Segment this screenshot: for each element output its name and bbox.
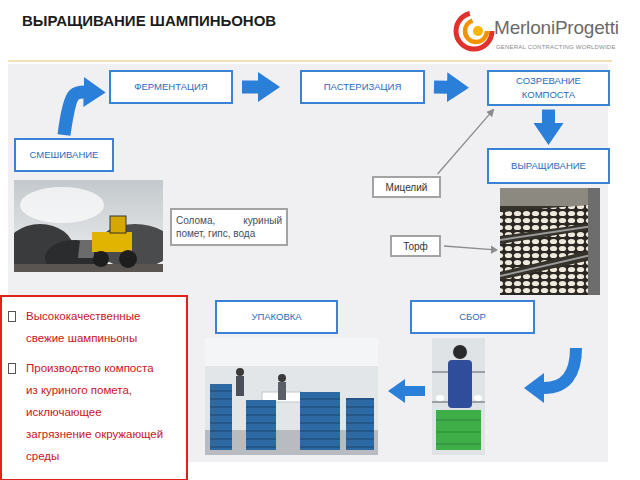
flow-arrow-left xyxy=(388,379,425,403)
packing-photo xyxy=(278,382,286,400)
note-box: Высококачественные свежие шампиньоныПрои… xyxy=(0,295,188,480)
harvest-photo xyxy=(474,395,482,401)
process-box: ВЫРАЩИВАНИЕ xyxy=(487,148,610,184)
harvest-photo xyxy=(432,338,485,455)
flow-arrow-curved xyxy=(524,348,576,403)
input-arrow xyxy=(438,114,490,174)
harvest-photo xyxy=(436,444,481,445)
box-text: Солома, куриный помет, гипс, вода xyxy=(176,214,282,240)
compost-photo xyxy=(14,180,163,272)
input-box: Мицелий xyxy=(372,176,441,198)
process-box: ФЕРМЕНТАЦИЯ xyxy=(109,70,233,104)
box-text: Торф xyxy=(403,240,428,253)
compost-photo xyxy=(119,250,137,268)
input-box: Торф xyxy=(390,235,441,257)
packing-photo xyxy=(236,368,244,376)
box-text: ПАСТЕРИЗАЦИЯ xyxy=(324,80,402,94)
input-box: Солома, куриный помет, гипс, вода xyxy=(170,208,288,246)
bullet-item: Высококачественные свежие шампиньоны xyxy=(2,305,180,349)
bullet-item: Производство компоста из куриного помета… xyxy=(2,357,180,467)
logo-name: MerloniProgetti xyxy=(494,17,619,39)
harvest-photo xyxy=(436,432,481,433)
growing-photo xyxy=(500,253,600,276)
box-text: ФЕРМЕНТАЦИЯ xyxy=(134,80,207,94)
logo-mark xyxy=(465,20,487,42)
packing-photo xyxy=(210,384,232,450)
packing-photo xyxy=(205,338,378,366)
process-box: СБОР xyxy=(410,300,535,334)
growing-photo xyxy=(588,188,600,295)
bullet-text: Производство компоста из куриного помета… xyxy=(26,357,166,467)
logo-tagline: GENERAL CONTRACTING WORLDWIDE xyxy=(496,44,616,50)
leader-line xyxy=(444,246,492,250)
packing-photo xyxy=(205,338,378,455)
leader-line xyxy=(491,246,498,254)
flow-arrow xyxy=(434,81,449,94)
growing-photo xyxy=(500,188,600,295)
box-text: Мицелий xyxy=(386,181,428,194)
bullet-mark xyxy=(8,363,16,374)
packing-photo xyxy=(246,400,276,450)
box-text: СМЕШИВАНИЕ xyxy=(30,148,99,162)
leader-line xyxy=(444,246,498,254)
box-text: ВЫРАЩИВАНИЕ xyxy=(511,159,586,173)
process-box: ПАСТЕРИЗАЦИЯ xyxy=(300,70,425,104)
logo-mark xyxy=(473,26,483,36)
box-text: СОЗРЕВАНИЕ КОМПОСТА xyxy=(503,74,595,102)
packing-photo xyxy=(278,374,286,382)
compost-photo xyxy=(20,187,104,223)
harvest-photo xyxy=(436,395,444,401)
packing-photo xyxy=(205,338,378,455)
compost-photo xyxy=(78,240,94,258)
compost-photo xyxy=(110,216,126,233)
harvest-photo xyxy=(453,345,467,359)
packing-photo xyxy=(236,376,244,396)
flow-arrow-left xyxy=(388,379,425,403)
harvest-photo xyxy=(436,420,481,421)
flow-arrow xyxy=(542,110,555,125)
harvest-photo xyxy=(432,338,485,455)
header-rule xyxy=(8,61,612,62)
box-text: СБОР xyxy=(459,310,486,324)
logo-mark xyxy=(456,13,492,49)
box-text: УПАКОВКА xyxy=(251,310,301,324)
page-title: ВЫРАЩИВАНИЕ ШАМПИНЬОНОВ xyxy=(22,12,276,29)
bullet-mark xyxy=(8,311,16,322)
packing-photo xyxy=(300,392,340,450)
compost-photo xyxy=(14,264,163,272)
bullet-text: Высококачественные свежие шампиньоны xyxy=(26,305,166,349)
flow-arrow-curved xyxy=(524,373,544,403)
header-rule xyxy=(8,61,612,62)
flow-arrow xyxy=(242,81,260,94)
harvest-photo xyxy=(436,410,481,450)
harvest-photo xyxy=(448,360,472,408)
process-box: СМЕШИВАНИЕ xyxy=(14,138,114,172)
packing-photo xyxy=(346,398,374,450)
logo-mark xyxy=(456,13,492,49)
growing-photo xyxy=(500,225,600,240)
growing-photo xyxy=(500,188,600,206)
flow-arrow xyxy=(64,92,86,135)
flow-arrow-curved xyxy=(544,348,576,388)
compost-photo xyxy=(93,251,109,267)
compost-photo xyxy=(92,232,132,252)
growing-photo xyxy=(500,188,600,295)
process-box: УПАКОВКА xyxy=(215,300,338,334)
process-box: СОЗРЕВАНИЕ КОМПОСТА xyxy=(487,70,610,106)
